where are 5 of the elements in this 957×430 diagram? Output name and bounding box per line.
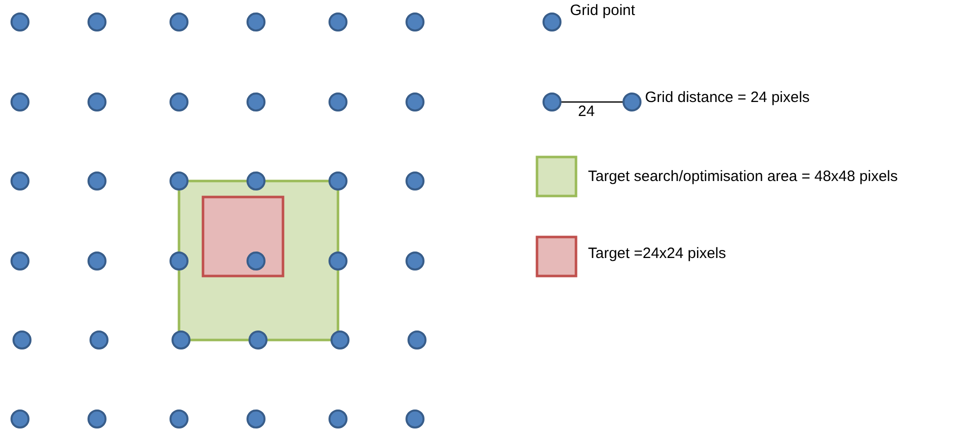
distance-label: 24: [578, 103, 595, 121]
legend-label: Grid point: [570, 2, 636, 20]
legend-label: Grid distance = 24 pixels: [645, 89, 810, 107]
legend-label: Target search/optimisation area = 48x48 pixels: [588, 168, 898, 186]
legend-label: Target =24x24 pixels: [588, 245, 726, 263]
